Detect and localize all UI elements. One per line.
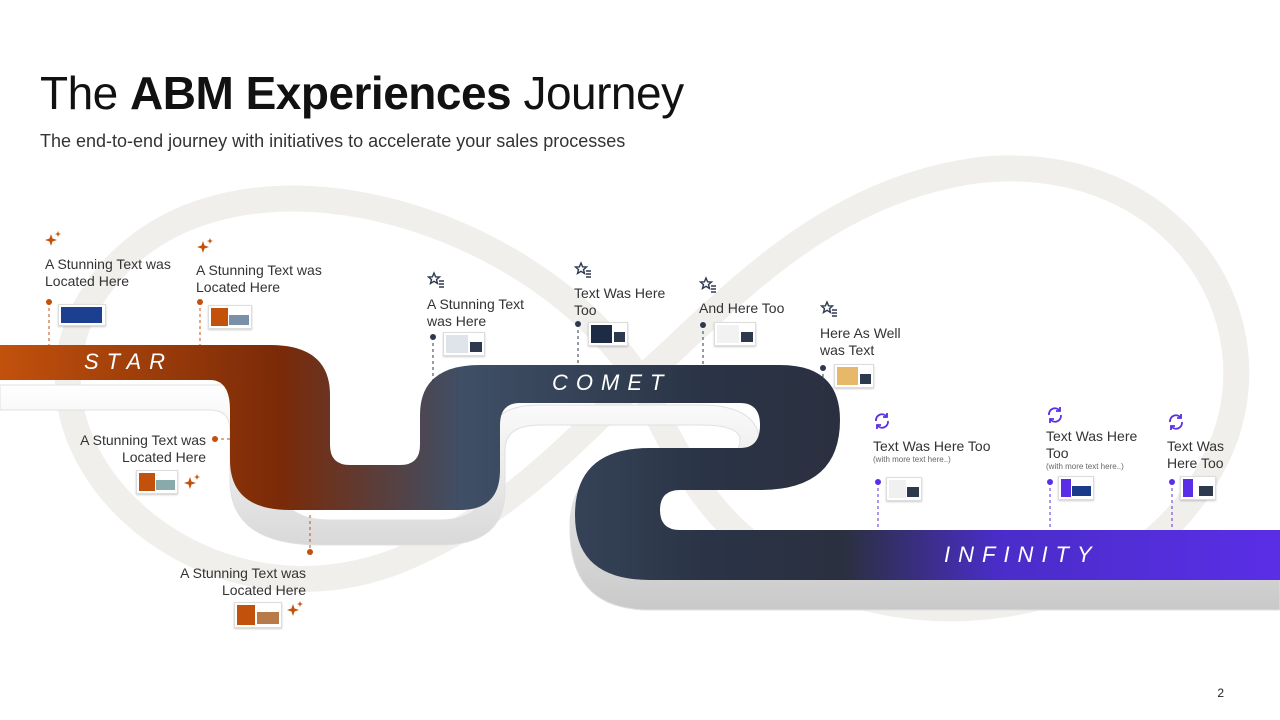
thumbnail-m10 [1058,476,1094,500]
milestone-m8-label: Here As Well was Text [820,325,920,359]
milestone-m4-label: A Stunning Text was Located Here [176,565,306,599]
refresh-icon [1167,413,1185,431]
thumbnail-m5 [443,332,485,356]
thumbnail-m8 [834,364,874,388]
page-number: 2 [1217,686,1224,700]
thumbnail-m7 [714,322,756,346]
star-list-icon [427,271,445,289]
milestone-m7-label: And Here Too [699,300,809,317]
dot-m2 [197,299,203,305]
dot-m8 [820,365,826,371]
milestone-m10-title: Text Was Here Too [1046,428,1137,461]
star-list-icon [574,261,592,279]
refresh-icon [1046,406,1064,424]
milestone-m9-subtext: (with more text here..) [873,455,1023,465]
stage-infinity: INFINITY [944,542,1100,568]
dot-m10 [1047,479,1053,485]
sparkle-icon [286,600,304,618]
dot-m5 [430,334,436,340]
sparkle-icon [183,473,201,491]
dot-m7 [700,322,706,328]
stage-star: STAR [84,349,173,375]
milestone-m6-label: Text Was Here Too [574,285,674,319]
milestone-m10-label: Text Was Here Too(with more text here..) [1046,428,1146,472]
dot-m11 [1169,479,1175,485]
star-list-icon [820,300,838,318]
milestone-m9-title: Text Was Here Too [873,438,991,454]
dot-m6 [575,321,581,327]
milestone-m2-label: A Stunning Text was Located Here [196,262,326,296]
thumbnail-m11 [1180,476,1216,500]
milestone-m3-label: A Stunning Text was Located Here [76,432,206,466]
sparkle-icon [44,230,62,248]
dot-m9 [875,479,881,485]
thumbnail-m1 [58,304,106,326]
thumbnail-m3 [136,470,178,494]
thumbnail-m2 [208,305,252,329]
stage-comet: COMET [552,370,671,396]
sparkle-icon [196,237,214,255]
thumbnail-m4 [234,602,282,628]
thumbnail-m6 [588,322,628,346]
milestone-m10-subtext: (with more text here..) [1046,462,1146,472]
dot-m3 [212,436,218,442]
thumbnail-m9 [886,477,922,501]
milestone-m11-label: Text Was Here Too [1167,438,1237,472]
dot-m4 [307,549,313,555]
star-list-icon [699,276,717,294]
dot-m1 [46,299,52,305]
refresh-icon [873,412,891,430]
milestone-m9-label: Text Was Here Too(with more text here..) [873,438,1023,465]
milestone-m5-label: A Stunning Text was Here [427,296,537,330]
milestone-m1-label: A Stunning Text was Located Here [45,256,175,290]
